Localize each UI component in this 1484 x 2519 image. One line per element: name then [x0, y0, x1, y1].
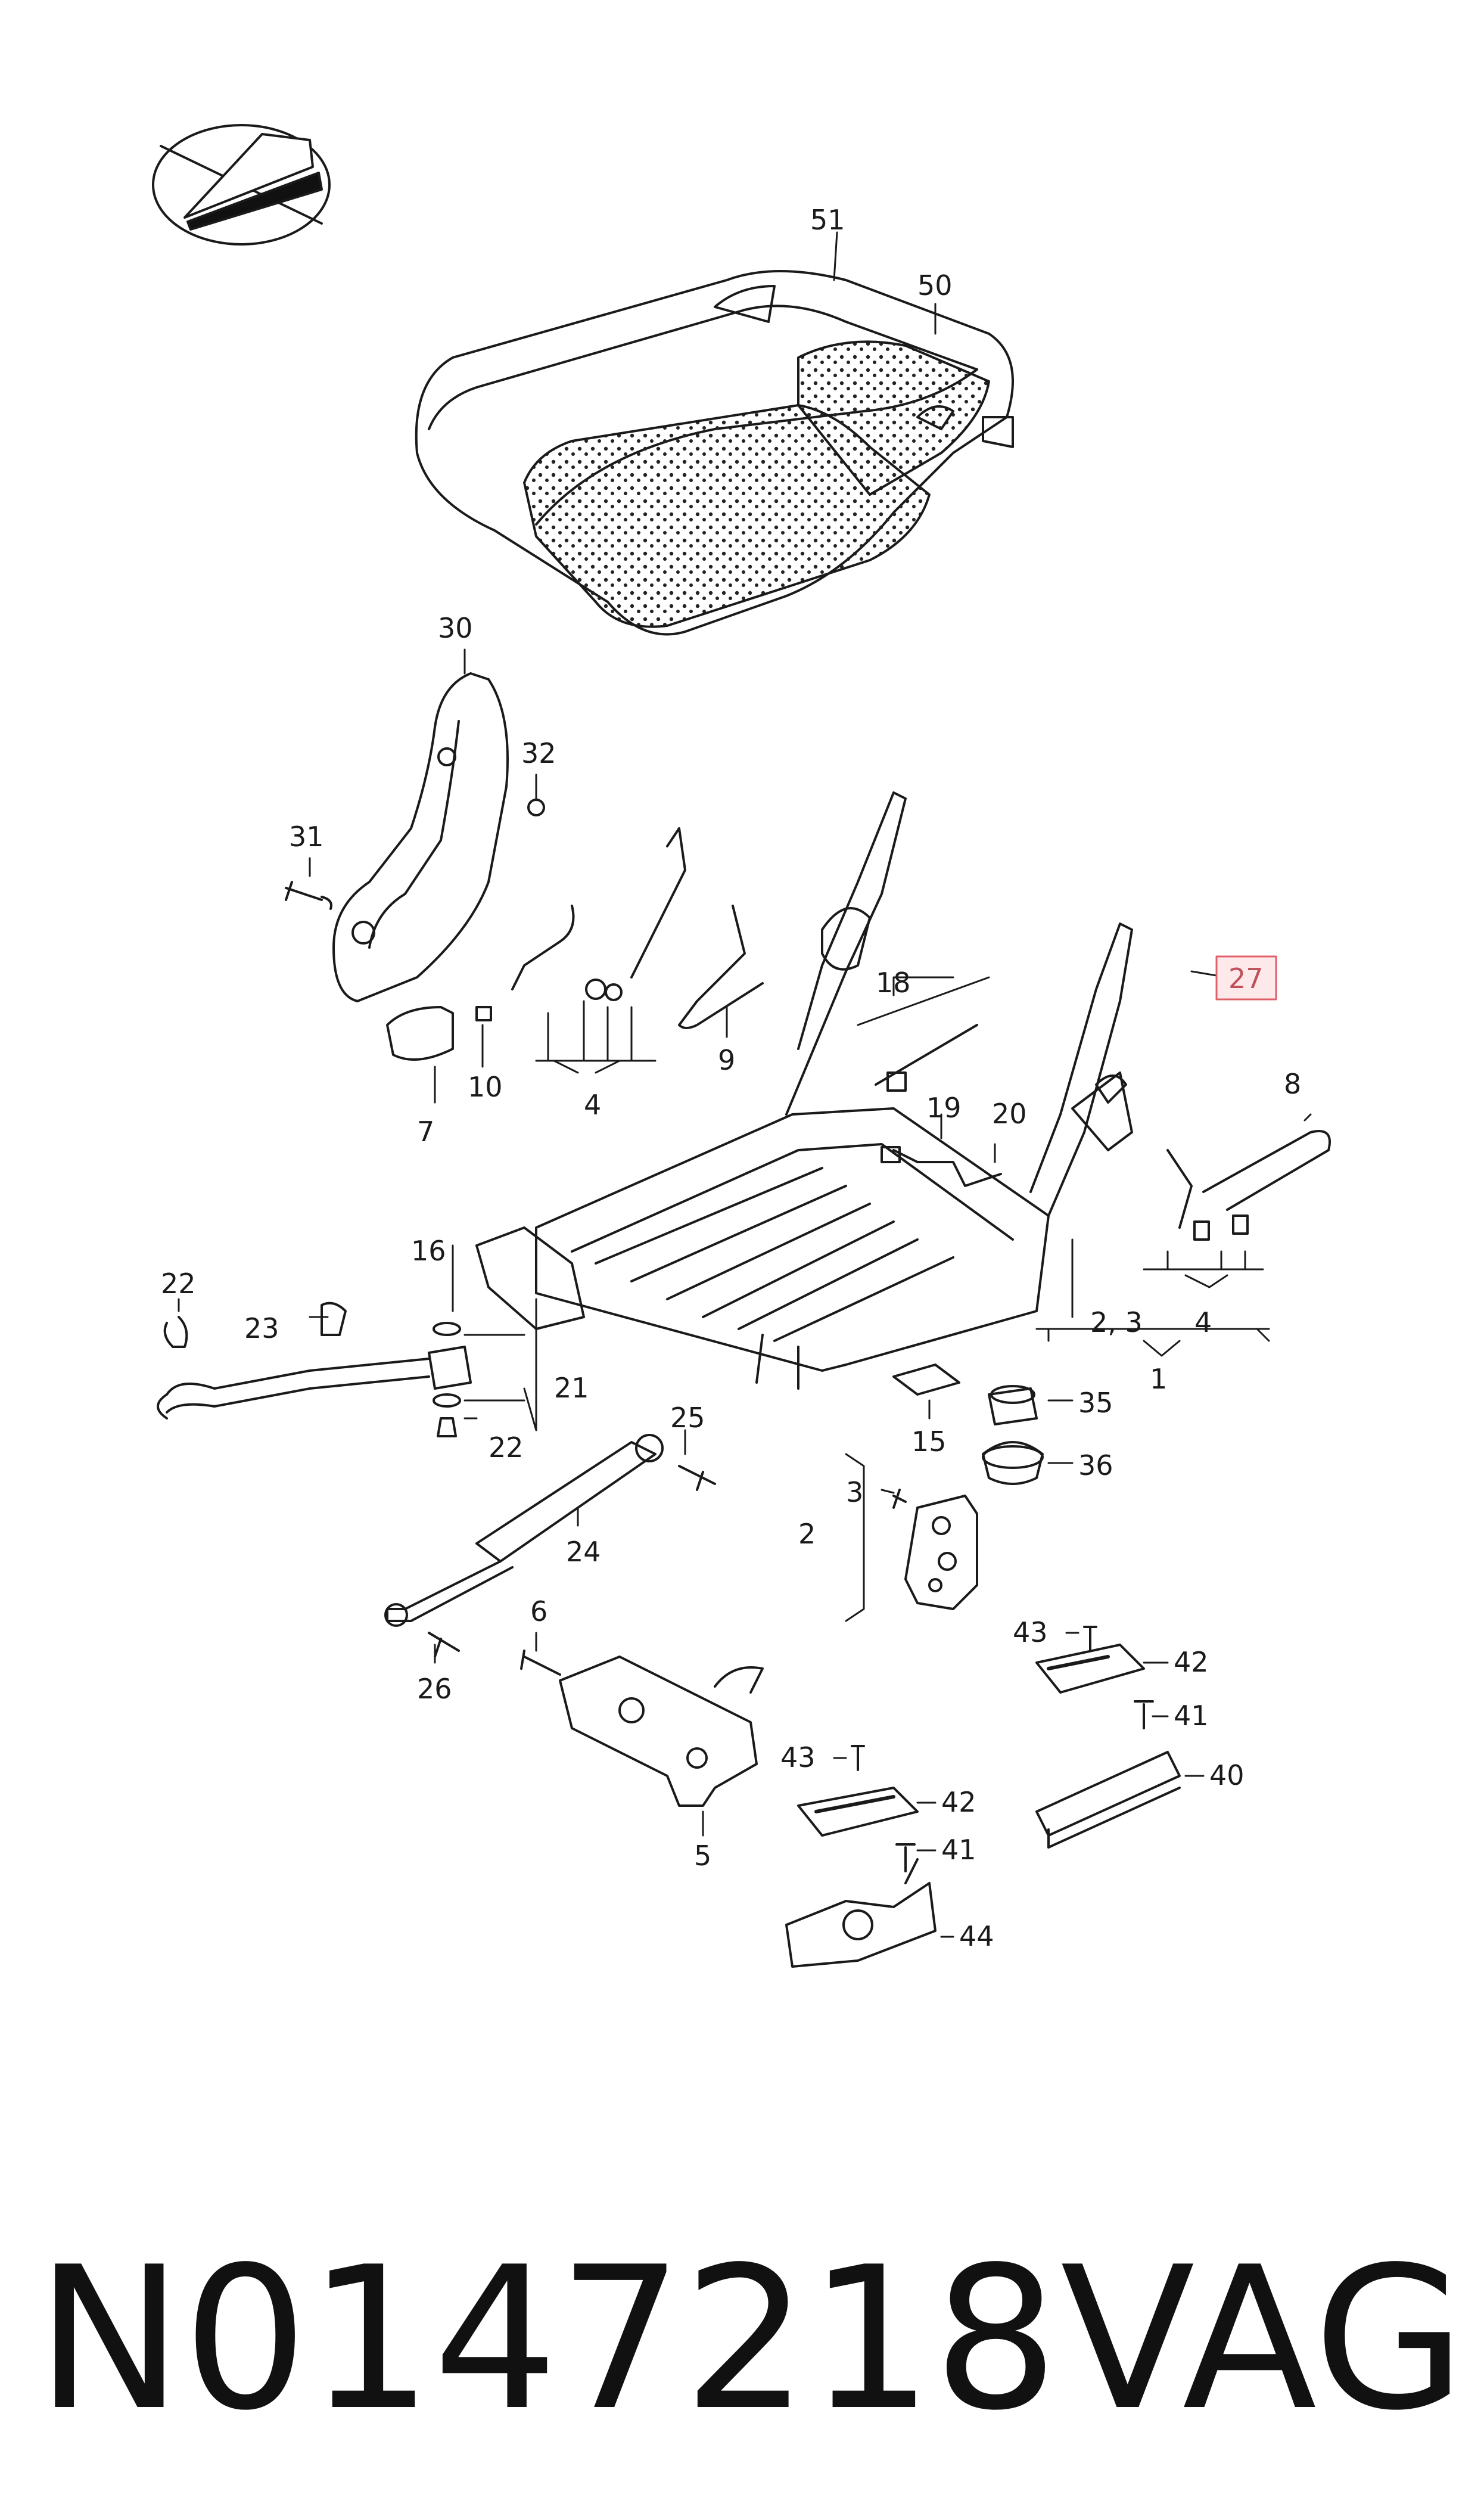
callout-32: 32	[521, 737, 556, 769]
callout-30: 30	[438, 612, 473, 644]
callout-42-left: 42	[941, 1786, 976, 1818]
callout-26: 26	[417, 1673, 452, 1705]
callout-10: 10	[468, 1071, 503, 1103]
recliner-plate	[892, 1489, 978, 1610]
callout-44: 44	[959, 1920, 994, 1952]
cap	[982, 1385, 1044, 1485]
callout-41-left: 41	[941, 1834, 976, 1866]
callout-51: 51	[810, 204, 845, 236]
rail-trim	[797, 1644, 1181, 1849]
bolt	[428, 1465, 716, 1676]
callout-42-right: 42	[1174, 1646, 1209, 1678]
callout-leaders	[178, 231, 1312, 1938]
callout-22-bottom: 22	[489, 1431, 524, 1464]
callout-50: 50	[917, 269, 953, 302]
callout-labels: 51 50 30 32 31 10 7 4 9 18 19 20 27 8 4 …	[161, 204, 1301, 1952]
brand-name: VAG	[1060, 2225, 1466, 2453]
bolt	[851, 1626, 1154, 1872]
callout-16: 16	[411, 1235, 446, 1267]
callout-3: 3	[846, 1476, 863, 1508]
callout-41-right: 41	[1174, 1700, 1209, 1732]
gas-strut	[384, 1434, 664, 1627]
callout-31: 31	[289, 821, 324, 853]
label-sticker	[892, 1363, 960, 1396]
callout-2-3: 2, 3	[1090, 1306, 1143, 1338]
part-number: N0147218	[36, 2225, 1059, 2453]
callout-43-right: 43	[1013, 1616, 1048, 1648]
callout-22-top: 22	[161, 1268, 196, 1300]
callout-24: 24	[566, 1536, 601, 1568]
recline-strap	[1166, 1130, 1331, 1241]
callout-23: 23	[244, 1312, 279, 1344]
callout-35: 35	[1078, 1387, 1113, 1419]
release-cable	[157, 1302, 472, 1437]
seat-latch	[785, 1858, 937, 1968]
callout-21: 21	[554, 1372, 589, 1404]
seat-cushion	[415, 270, 1014, 636]
trim-cap	[386, 1006, 454, 1061]
release-lever-set	[475, 827, 764, 1029]
callout-6: 6	[530, 1595, 547, 1627]
seat-frame	[535, 791, 1133, 1390]
callout-2: 2	[798, 1518, 816, 1550]
callout-7: 7	[417, 1116, 434, 1148]
callout-4-left: 4	[584, 1089, 601, 1121]
callout-27: 27	[1228, 962, 1264, 995]
callout-4-right: 4	[1194, 1306, 1212, 1338]
callout-1: 1	[1150, 1363, 1167, 1395]
callout-40: 40	[1209, 1759, 1245, 1791]
callout-15: 15	[911, 1425, 947, 1458]
callout-5: 5	[694, 1840, 711, 1872]
callout-25: 25	[670, 1402, 705, 1434]
bolt	[285, 799, 545, 910]
hinge-cover	[475, 1226, 585, 1330]
callout-8: 8	[1284, 1068, 1301, 1100]
wiring-harness	[875, 1024, 1002, 1187]
callout-20: 20	[992, 1098, 1027, 1130]
side-trim-panel	[332, 672, 509, 1002]
callout-43-left: 43	[780, 1741, 816, 1773]
height-adjuster	[559, 1655, 764, 1807]
callout-9: 9	[718, 1044, 735, 1076]
part-number-footer: N0147218 VAG	[0, 2241, 1484, 2491]
highlight-box	[1215, 955, 1277, 1001]
callout-36: 36	[1078, 1449, 1113, 1481]
orientation-arrow-icon	[152, 124, 331, 246]
callout-18: 18	[876, 967, 911, 999]
callout-19: 19	[926, 1092, 962, 1124]
